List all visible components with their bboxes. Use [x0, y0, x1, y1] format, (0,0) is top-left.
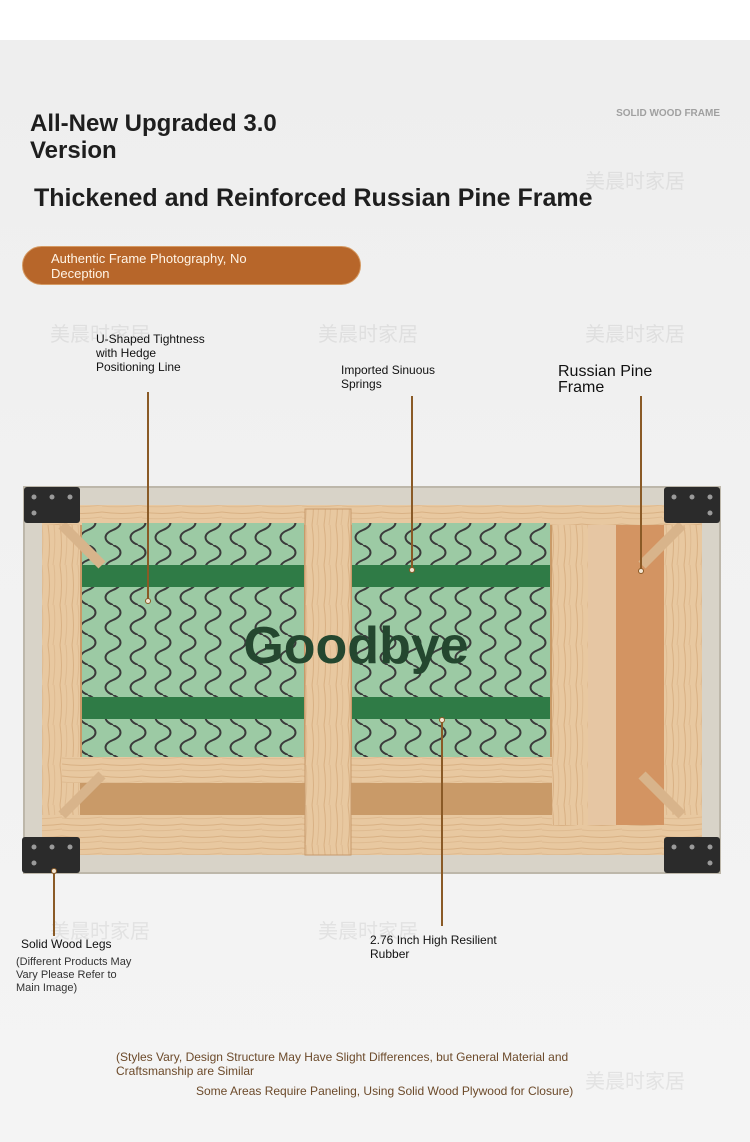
watermark: 美晨时家居 [318, 921, 418, 943]
watermark: 美晨时家居 [318, 324, 418, 346]
leader-line [53, 870, 55, 936]
leader-line [441, 720, 443, 926]
legs-label: Solid Wood Legs [21, 937, 112, 951]
watermark: 美晨时家居 [585, 324, 685, 346]
corner-label: SOLID WOOD FRAME [616, 108, 720, 119]
goodbye-overlay-text: Goodbye [243, 617, 468, 675]
sofa-frame-illustration: Goodbye [22, 486, 721, 874]
page-title: All-New Upgraded 3.0 Version [30, 110, 277, 164]
russian-pine-label: Russian Pine Frame [558, 363, 653, 396]
watermark: 美晨时家居 [50, 324, 150, 346]
footer-note-2: Some Areas Require Paneling, Using Solid… [196, 1084, 574, 1098]
leader-dot [145, 598, 151, 604]
leader-dot [51, 868, 57, 874]
badge-label: Authentic Frame Photography, No Deceptio… [51, 251, 247, 281]
footer-note-1: (Styles Vary, Design Structure May Have … [116, 1050, 569, 1078]
authentic-photo-badge: Authentic Frame Photography, No Deceptio… [22, 246, 361, 285]
leader-dot [409, 567, 415, 573]
leader-line [411, 396, 413, 569]
legs-note: (Different Products May Vary Please Refe… [16, 956, 132, 994]
watermark: 美晨时家居 [585, 1071, 685, 1093]
watermark: 美晨时家居 [50, 921, 150, 943]
rubber-label: 2.76 Inch High Resilient Rubber [370, 933, 497, 961]
springs-label: Imported Sinuous Springs [341, 363, 436, 391]
leader-dot [638, 568, 644, 574]
leader-line [147, 392, 149, 600]
watermark: 美晨时家居 [585, 171, 685, 193]
leader-line [640, 396, 642, 570]
u-shaped-label: U-Shaped Tightness with Hedge Positionin… [96, 332, 205, 374]
page-subtitle: Thickened and Reinforced Russian Pine Fr… [34, 184, 593, 212]
top-spacer [0, 0, 750, 40]
leader-dot [439, 717, 445, 723]
